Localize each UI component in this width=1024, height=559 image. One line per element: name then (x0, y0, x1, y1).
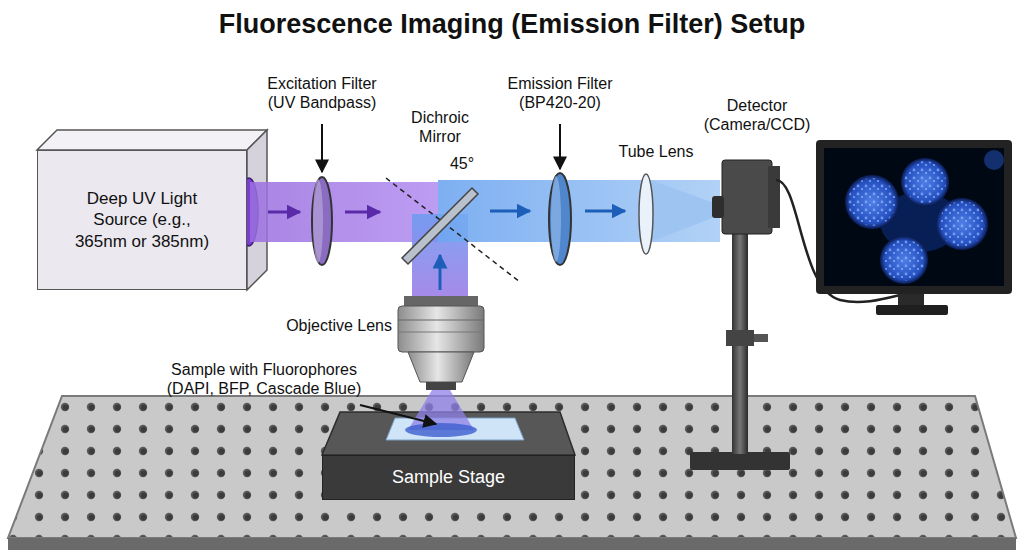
uv-beam (250, 182, 438, 242)
angle-label: 45° (437, 154, 487, 173)
tube-lens (639, 174, 653, 254)
sample-stage: Sample Stage (322, 455, 575, 500)
objective-nose (408, 352, 474, 382)
part-label: Objective Lens (272, 316, 392, 335)
post-base (690, 452, 790, 470)
breadboard-edge (8, 538, 1016, 550)
part-label: Excitation Filter (UV Bandpass) (252, 74, 392, 112)
sample-glow (405, 423, 477, 437)
part-label: Sample with Fluorophores (DAPI, BFP, Cas… (149, 360, 379, 398)
light-source-box: Deep UV Light Source (e.g., 365nm or 385… (37, 150, 247, 290)
excitation-filter (312, 177, 332, 265)
monitor-neck (898, 292, 924, 306)
emission-beam (438, 180, 720, 242)
node-text: Deep UV Light Source (e.g., 365nm or 385… (72, 188, 212, 252)
leader-arrow (360, 405, 436, 424)
objective-collar (404, 296, 478, 306)
screen (824, 148, 1004, 286)
part-label: Emission Filter (BP420-20) (495, 74, 625, 112)
monitor-base (876, 305, 948, 315)
breadboard (8, 396, 1016, 538)
dichroic-mirror (402, 188, 478, 264)
camera-lens (712, 196, 724, 218)
monitor (816, 140, 1012, 294)
part-label: Detector (Camera/CCD) (692, 96, 822, 134)
objective-body (398, 306, 484, 352)
part-label: Tube Lens (606, 142, 706, 161)
leader-arrow (559, 124, 561, 169)
emission-filter (549, 173, 571, 265)
cell-image (845, 150, 1004, 284)
leader-arrow (321, 124, 323, 172)
part-label: Dichroic Mirror (400, 108, 480, 146)
title: Fluorescence Imaging (Emission Filter) S… (0, 8, 1024, 40)
node-text: Sample Stage (392, 466, 505, 489)
mirror-normal (386, 178, 520, 282)
camera-body (722, 160, 772, 234)
focus-cone (650, 180, 720, 242)
source-top (37, 130, 267, 150)
